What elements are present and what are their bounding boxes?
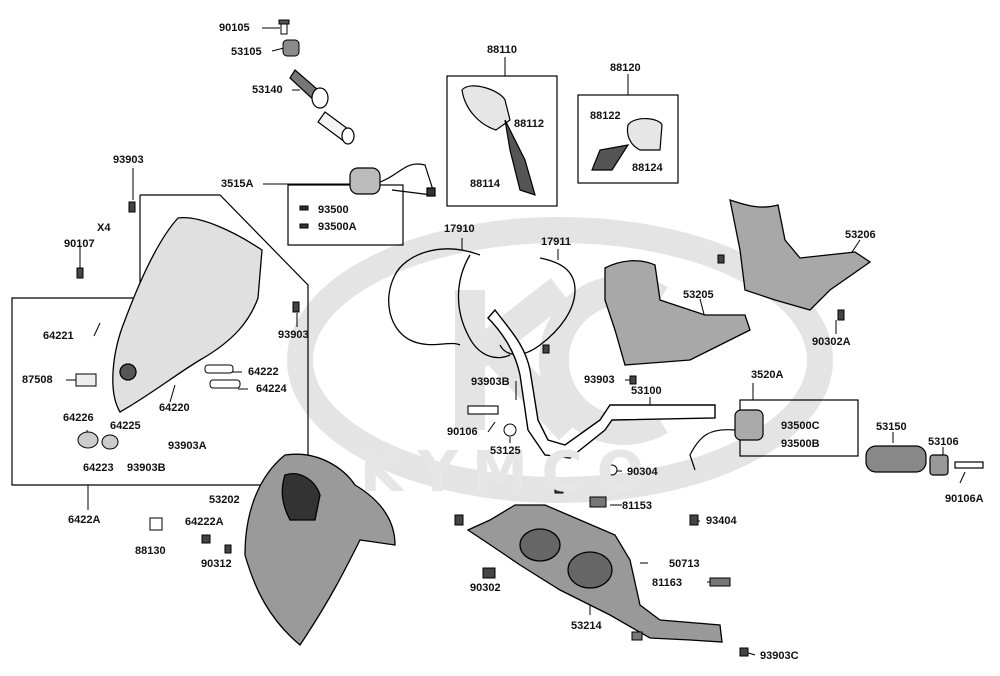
callout-64220: 64220 bbox=[159, 402, 190, 414]
panel-53214 bbox=[466, 504, 723, 643]
callout-53214: 53214 bbox=[571, 620, 602, 632]
callout-64221: 64221 bbox=[43, 330, 74, 342]
leader-lines bbox=[66, 27, 966, 656]
callout-88120: 88120 bbox=[610, 62, 641, 74]
bolt-90106 bbox=[467, 405, 499, 415]
callout-93903C: 93903C bbox=[760, 650, 799, 662]
callout-53150: 53150 bbox=[876, 421, 907, 433]
callout-93903B-left: 93903B bbox=[127, 462, 166, 474]
callout-90312: 90312 bbox=[201, 558, 232, 570]
callout-93404: 93404 bbox=[706, 515, 737, 527]
windscreen-group-outline bbox=[11, 194, 309, 486]
mirror-left-88110 bbox=[461, 85, 536, 196]
callout-90105: 90105 bbox=[219, 22, 250, 34]
callout-88130: 88130 bbox=[135, 545, 166, 557]
callout-81163: 81163 bbox=[652, 577, 682, 589]
callout-87508: 87508 bbox=[22, 374, 53, 386]
switch-left-box bbox=[287, 184, 404, 246]
callout-93500A: 93500A bbox=[318, 221, 357, 233]
callout-53125: 53125 bbox=[490, 445, 521, 457]
cover-53206 bbox=[729, 199, 872, 311]
callout-53140: 53140 bbox=[252, 84, 283, 96]
callout-3515A: 3515A bbox=[221, 178, 254, 190]
callout-93903A: 93903A bbox=[168, 440, 207, 452]
cover-53205 bbox=[604, 260, 751, 366]
callout-90302A: 90302A bbox=[812, 336, 851, 348]
callout-88114: 88114 bbox=[470, 178, 500, 190]
mirror-right-88120 bbox=[591, 118, 663, 171]
callout-6422A: 6422A bbox=[68, 514, 101, 526]
callout-17910: 17910 bbox=[444, 223, 475, 235]
callout-93500C: 93500C bbox=[781, 420, 820, 432]
callout-53100: 53100 bbox=[631, 385, 662, 397]
handlebar-53100 bbox=[487, 308, 716, 459]
switch-left-3515A bbox=[349, 163, 436, 197]
trim-64226 bbox=[77, 431, 119, 450]
callout-88110: 88110 bbox=[487, 44, 517, 56]
callout-64223: 64223 bbox=[83, 462, 114, 474]
callout-3520A: 3520A bbox=[751, 369, 784, 381]
bolt-90105 bbox=[278, 19, 290, 35]
bracket-64222 bbox=[204, 364, 241, 389]
label-87508 bbox=[75, 373, 97, 387]
callout-93903-top: 93903 bbox=[113, 154, 144, 166]
callout-88124: 88124 bbox=[632, 162, 663, 174]
grip-right-53150 bbox=[865, 445, 927, 473]
callout-64222A: 64222A bbox=[185, 516, 224, 528]
callout-64222: 64222 bbox=[248, 366, 279, 378]
front-cover-53202 bbox=[244, 453, 396, 646]
grip-53140 bbox=[289, 69, 355, 145]
callout-53105: 53105 bbox=[231, 46, 262, 58]
callout-50713: 50713 bbox=[669, 558, 700, 570]
callout-17911: 17911 bbox=[541, 236, 571, 248]
cable-17910 bbox=[388, 248, 511, 359]
callout-53205: 53205 bbox=[683, 289, 714, 301]
callout-81153: 81153 bbox=[622, 500, 652, 512]
mirror-left-box bbox=[446, 75, 558, 207]
callout-53106: 53106 bbox=[928, 436, 959, 448]
callout-64226: 64226 bbox=[63, 412, 94, 424]
windscreen-64220 bbox=[112, 217, 263, 413]
fasteners bbox=[76, 201, 845, 657]
callout-90106: 90106 bbox=[447, 426, 478, 438]
callout-93903-right: 93903 bbox=[584, 374, 615, 386]
screw-93500 bbox=[299, 205, 309, 229]
weight-53105 bbox=[282, 39, 300, 57]
weight-end-53106 bbox=[929, 454, 984, 476]
callout-53206: 53206 bbox=[845, 229, 876, 241]
callout-93500: 93500 bbox=[318, 204, 349, 216]
callout-90304: 90304 bbox=[627, 466, 658, 478]
callout-x4: X4 bbox=[97, 222, 111, 234]
callout-88112: 88112 bbox=[514, 118, 544, 130]
callout-64225: 64225 bbox=[110, 420, 141, 432]
callout-93903B: 93903B bbox=[471, 376, 510, 388]
switch-right-3520A bbox=[689, 409, 764, 471]
callout-88122: 88122 bbox=[590, 110, 621, 122]
callout-90302: 90302 bbox=[470, 582, 501, 594]
watermark-brand-text: KYMCO bbox=[360, 440, 659, 505]
callout-93500B: 93500B bbox=[781, 438, 820, 450]
callout-53202: 53202 bbox=[209, 494, 240, 506]
callout-64224: 64224 bbox=[256, 383, 287, 395]
callout-90106A: 90106A bbox=[945, 493, 984, 505]
callout-93903-mid: 93903 bbox=[278, 329, 309, 341]
callout-90107: 90107 bbox=[64, 238, 95, 250]
